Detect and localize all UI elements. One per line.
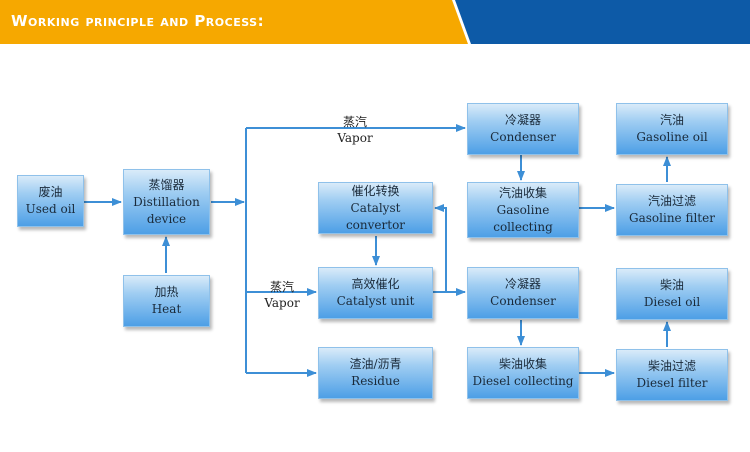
- node-heat: 加热 Heat: [123, 275, 210, 327]
- arrow-catalyst-unit-loop-to-convertor: [433, 204, 447, 293]
- node-gasoline-collecting-zh: 汽油收集: [498, 185, 547, 200]
- node-condenser-top-zh: 冷凝器: [504, 113, 541, 127]
- node-gasoline-collecting-en1: Gasoline: [496, 202, 550, 217]
- node-residue-zh: 渣油/沥青: [349, 357, 402, 371]
- vapor-label-top: 蒸汽 Vapor: [330, 114, 380, 146]
- node-diesel-oil-zh: 柴油: [659, 278, 684, 292]
- header-banner: [0, 0, 750, 44]
- node-gasoline-collecting-en2: collecting: [493, 219, 553, 234]
- node-gasoline-filter: 汽油过滤 Gasoline filter: [616, 184, 728, 236]
- node-catalyst-unit-zh: 高效催化: [351, 277, 400, 291]
- node-catalyst-convertor-zh: 催化转换: [351, 183, 400, 198]
- node-diesel-collecting-zh: 柴油收集: [498, 357, 547, 371]
- header-title: Working principle and Process:: [11, 12, 265, 30]
- vapor-label-top-zh: 蒸汽: [342, 115, 367, 129]
- node-diesel-filter-zh: 柴油过滤: [647, 359, 696, 373]
- node-heat-zh: 加热: [154, 285, 179, 299]
- node-diesel-filter-en: Diesel filter: [636, 376, 708, 390]
- node-condenser-mid-en: Condenser: [490, 294, 556, 308]
- node-catalyst-unit-en: Catalyst unit: [336, 294, 415, 308]
- node-distillation-device: 蒸馏器 Distillation device: [123, 169, 210, 235]
- node-residue-en: Residue: [351, 374, 400, 388]
- node-gasoline-oil-zh: 汽油: [659, 113, 684, 127]
- node-used-oil: 废油 Used oil: [17, 175, 84, 227]
- node-heat-en: Heat: [151, 302, 182, 316]
- node-diesel-collecting: 柴油收集 Diesel collecting: [467, 347, 579, 399]
- node-gasoline-oil: 汽油 Gasoline oil: [616, 103, 728, 155]
- node-distillation-en1: Distillation: [133, 194, 200, 209]
- node-diesel-oil-en: Diesel oil: [643, 295, 701, 309]
- node-gasoline-filter-en: Gasoline filter: [629, 211, 715, 225]
- node-gasoline-oil-en: Gasoline oil: [636, 130, 708, 144]
- node-distillation-en2: device: [146, 211, 187, 226]
- vapor-label-mid: 蒸汽 Vapor: [257, 279, 307, 311]
- node-diesel-collecting-en: Diesel collecting: [472, 374, 574, 388]
- node-residue: 渣油/沥青 Residue: [318, 347, 433, 399]
- vapor-label-top-en: Vapor: [337, 131, 373, 145]
- node-condenser-mid: 冷凝器 Condenser: [467, 267, 579, 319]
- node-distillation-zh: 蒸馏器: [148, 177, 185, 192]
- node-catalyst-convertor-en2: convertor: [345, 217, 406, 232]
- node-diesel-filter: 柴油过滤 Diesel filter: [616, 349, 728, 401]
- node-catalyst-convertor: 催化转换 Catalyst convertor: [318, 182, 433, 234]
- node-condenser-top-en: Condenser: [490, 130, 556, 144]
- node-diesel-oil: 柴油 Diesel oil: [616, 268, 728, 320]
- vapor-label-mid-zh: 蒸汽: [269, 280, 294, 294]
- node-condenser-mid-zh: 冷凝器: [504, 277, 541, 291]
- node-condenser-top: 冷凝器 Condenser: [467, 103, 579, 155]
- section-header: Working principle and Process:: [0, 0, 750, 44]
- node-catalyst-unit: 高效催化 Catalyst unit: [318, 267, 433, 319]
- node-gasoline-filter-zh: 汽油过滤: [647, 194, 696, 208]
- node-used-oil-zh: 废油: [38, 185, 63, 199]
- node-used-oil-en: Used oil: [25, 202, 76, 216]
- node-gasoline-collecting: 汽油收集 Gasoline collecting: [467, 182, 579, 238]
- vapor-label-mid-en: Vapor: [264, 296, 300, 310]
- node-catalyst-convertor-en1: Catalyst: [350, 200, 401, 215]
